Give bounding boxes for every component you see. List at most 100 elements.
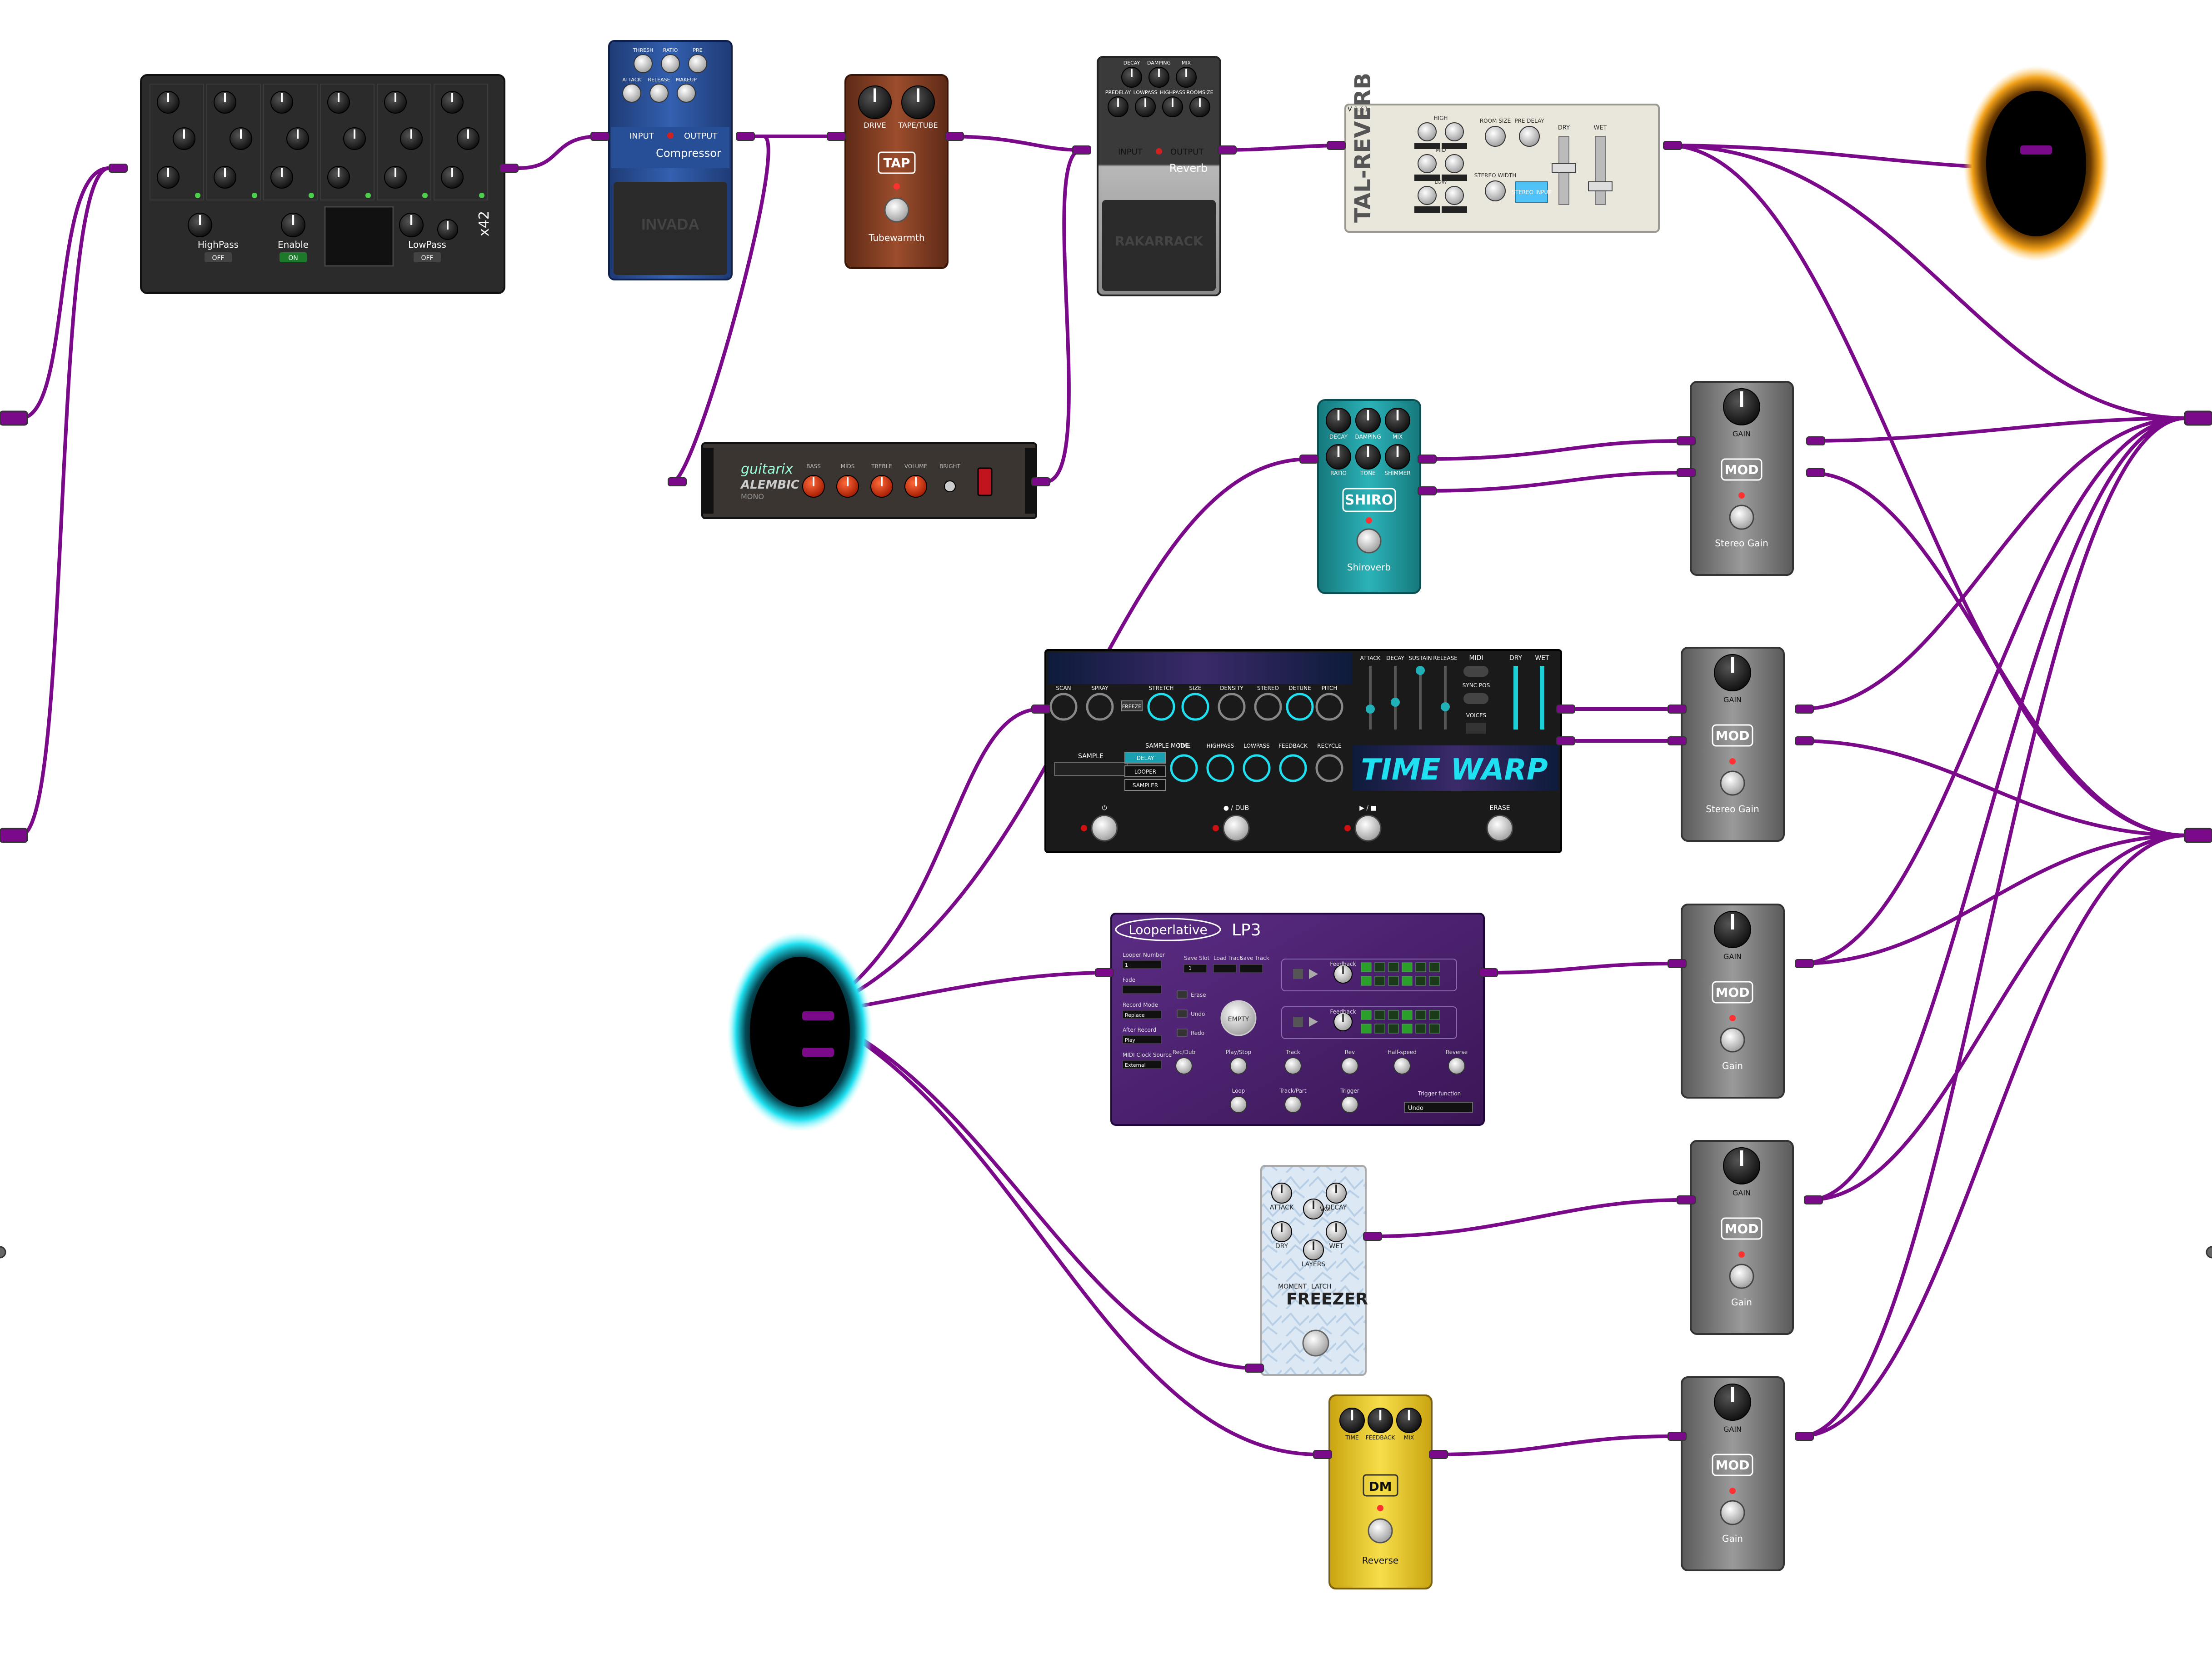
- freezer-knob-5[interactable]: [1303, 1239, 1324, 1260]
- timewarp-env-fader-3[interactable]: RELEASE: [1433, 655, 1458, 730]
- eq-knob-grid[interactable]: [150, 84, 488, 240]
- tal-dry-handle[interactable]: [1552, 163, 1576, 173]
- plugin-lp3-looper[interactable]: Looperlative LP3 Looper Number1FadeRecor…: [1110, 913, 1485, 1126]
- system-ports[interactable]: [0, 410, 2212, 1259]
- lp3-track-cell[interactable]: [1388, 1010, 1399, 1020]
- timewarp-footswitch-3[interactable]: ERASE: [1486, 805, 1513, 842]
- tal-eq-knob-0-0[interactable]: [1414, 122, 1440, 149]
- tal-stereo-button[interactable]: [1515, 181, 1548, 203]
- lp3-track-1-feedback-knob[interactable]: [1333, 964, 1353, 984]
- timewarp-bottom-knob-0[interactable]: TIME: [1170, 743, 1198, 782]
- lp3-setting-field-3[interactable]: Play: [1122, 1035, 1162, 1044]
- jack-20[interactable]: [1556, 705, 1575, 714]
- eq-band-2-freq-knob[interactable]: [214, 91, 236, 114]
- jack-31[interactable]: [1363, 1232, 1382, 1241]
- jack-6[interactable]: [1072, 145, 1091, 155]
- lp3-track-cell[interactable]: [1415, 1024, 1426, 1034]
- lp3-track-cell[interactable]: [1429, 976, 1440, 986]
- lp3-track-2-feedback-knob[interactable]: [1333, 1012, 1353, 1031]
- eq-band-2-gain-knob[interactable]: [230, 127, 252, 150]
- tubewarmth-footswitch[interactable]: [884, 197, 909, 223]
- eq-band-4-q-knob[interactable]: [327, 166, 350, 189]
- lp3-track-cell[interactable]: [1415, 962, 1426, 972]
- lp3-track-cell[interactable]: [1402, 1010, 1413, 1020]
- timewarp-bottom-knob-3[interactable]: FEEDBACK: [1278, 743, 1308, 782]
- lp3-footswitch-1[interactable]: Play/Stop: [1226, 1049, 1251, 1074]
- timewarp-dry-fader[interactable]: [1513, 666, 1518, 730]
- gain-knob[interactable]: [1714, 1384, 1751, 1421]
- timewarp-top-knob-0[interactable]: SCAN: [1049, 685, 1078, 721]
- shiroverb-footswitch[interactable]: [1356, 528, 1382, 554]
- tubewarmth-tape-knob[interactable]: TAPE/TUBE: [898, 85, 938, 130]
- eq-band-5-freq-knob[interactable]: [384, 91, 407, 114]
- jack-33[interactable]: [1804, 1195, 1823, 1204]
- timewarp-footswitch-2[interactable]: ▶ / ■: [1344, 805, 1382, 842]
- reverb-knob-6[interactable]: [1189, 96, 1210, 117]
- timewarp-top-knob-2[interactable]: STRETCH: [1147, 685, 1175, 721]
- lp3-track-cell[interactable]: [1374, 1024, 1385, 1034]
- lp3-footswitch-6[interactable]: Loop: [1230, 1088, 1247, 1113]
- lp3-track-cell[interactable]: [1402, 976, 1413, 986]
- tal-eq-knob-0-1[interactable]: [1442, 122, 1467, 149]
- alembic-bright-switch[interactable]: [944, 480, 956, 492]
- lp3-slot-button-2[interactable]: [1239, 964, 1263, 973]
- eq-lowpass-q-knob[interactable]: [437, 219, 458, 240]
- gain-footswitch[interactable]: [1720, 1027, 1745, 1053]
- lp3-track-cell[interactable]: [1429, 1010, 1440, 1020]
- reverb-knob-2[interactable]: [1176, 67, 1197, 88]
- timewarp-env-fader-2[interactable]: SUSTAIN: [1408, 655, 1432, 730]
- lp3-setting-field-4[interactable]: External: [1122, 1060, 1162, 1069]
- eq-enable-switch[interactable]: [280, 252, 307, 262]
- portal-orange-jack[interactable]: [2020, 145, 2052, 155]
- lp3-footswitch-8[interactable]: Trigger: [1340, 1088, 1359, 1113]
- reverb-footswitch[interactable]: [1102, 200, 1216, 291]
- dm-footswitch[interactable]: [1368, 1518, 1393, 1544]
- lp3-track-cell[interactable]: [1415, 1010, 1426, 1020]
- gain-knob[interactable]: [1714, 911, 1751, 948]
- compressor-knob-5[interactable]: MAKEUP: [676, 77, 697, 103]
- gain-footswitch[interactable]: [1729, 1264, 1754, 1289]
- dm-knob-2[interactable]: MIX: [1396, 1408, 1422, 1441]
- jack-36[interactable]: [1668, 1432, 1687, 1441]
- eq-band-1-gain-knob[interactable]: [173, 127, 195, 150]
- compressor-knob-1[interactable]: RATIO: [661, 47, 680, 73]
- tal-wet-handle[interactable]: [1588, 181, 1613, 191]
- freezer-knob-0[interactable]: [1271, 1183, 1292, 1204]
- lp3-footswitch-4[interactable]: Half-speed: [1388, 1049, 1417, 1074]
- timewarp-mode-looper[interactable]: LOOPER: [1124, 765, 1166, 777]
- jack-7[interactable]: [1218, 145, 1237, 155]
- jack-5[interactable]: [945, 132, 964, 141]
- lp3-track-cell[interactable]: [1361, 962, 1372, 972]
- jack-8[interactable]: [1327, 141, 1346, 150]
- dm-knob-1[interactable]: FEEDBACK: [1366, 1408, 1396, 1441]
- timewarp-footswitch-1[interactable]: ● / DUB: [1213, 805, 1250, 842]
- timewarp-mode-sampler[interactable]: SAMPLER: [1124, 779, 1166, 791]
- tal-wet-slider[interactable]: [1595, 136, 1606, 205]
- gain-knob[interactable]: [1723, 388, 1760, 425]
- compressor-knob-4[interactable]: RELEASE: [648, 77, 670, 103]
- shiroverb-knob-1[interactable]: DAMPING: [1355, 408, 1381, 440]
- compressor-knob-0[interactable]: THRESH: [633, 47, 654, 73]
- gain-knob[interactable]: [1714, 654, 1751, 691]
- timewarp-env-fader-1[interactable]: DECAY: [1386, 655, 1405, 730]
- lp3-track-cell[interactable]: [1374, 962, 1385, 972]
- shiroverb-knob-0[interactable]: DECAY: [1326, 408, 1351, 440]
- gain-knob[interactable]: [1723, 1147, 1760, 1184]
- tubewarmth-drive-knob[interactable]: DRIVE: [858, 85, 892, 130]
- timewarp-bottom-knob-1[interactable]: HIGHPASS: [1206, 743, 1234, 782]
- shiroverb-knob-3[interactable]: RATIO: [1326, 444, 1351, 476]
- jack-12[interactable]: [1299, 455, 1318, 464]
- lp3-track-cell[interactable]: [1402, 1024, 1413, 1034]
- jack-34[interactable]: [1313, 1450, 1332, 1459]
- freezer-knob-4[interactable]: [1326, 1221, 1347, 1242]
- jack-9[interactable]: [1663, 141, 1682, 150]
